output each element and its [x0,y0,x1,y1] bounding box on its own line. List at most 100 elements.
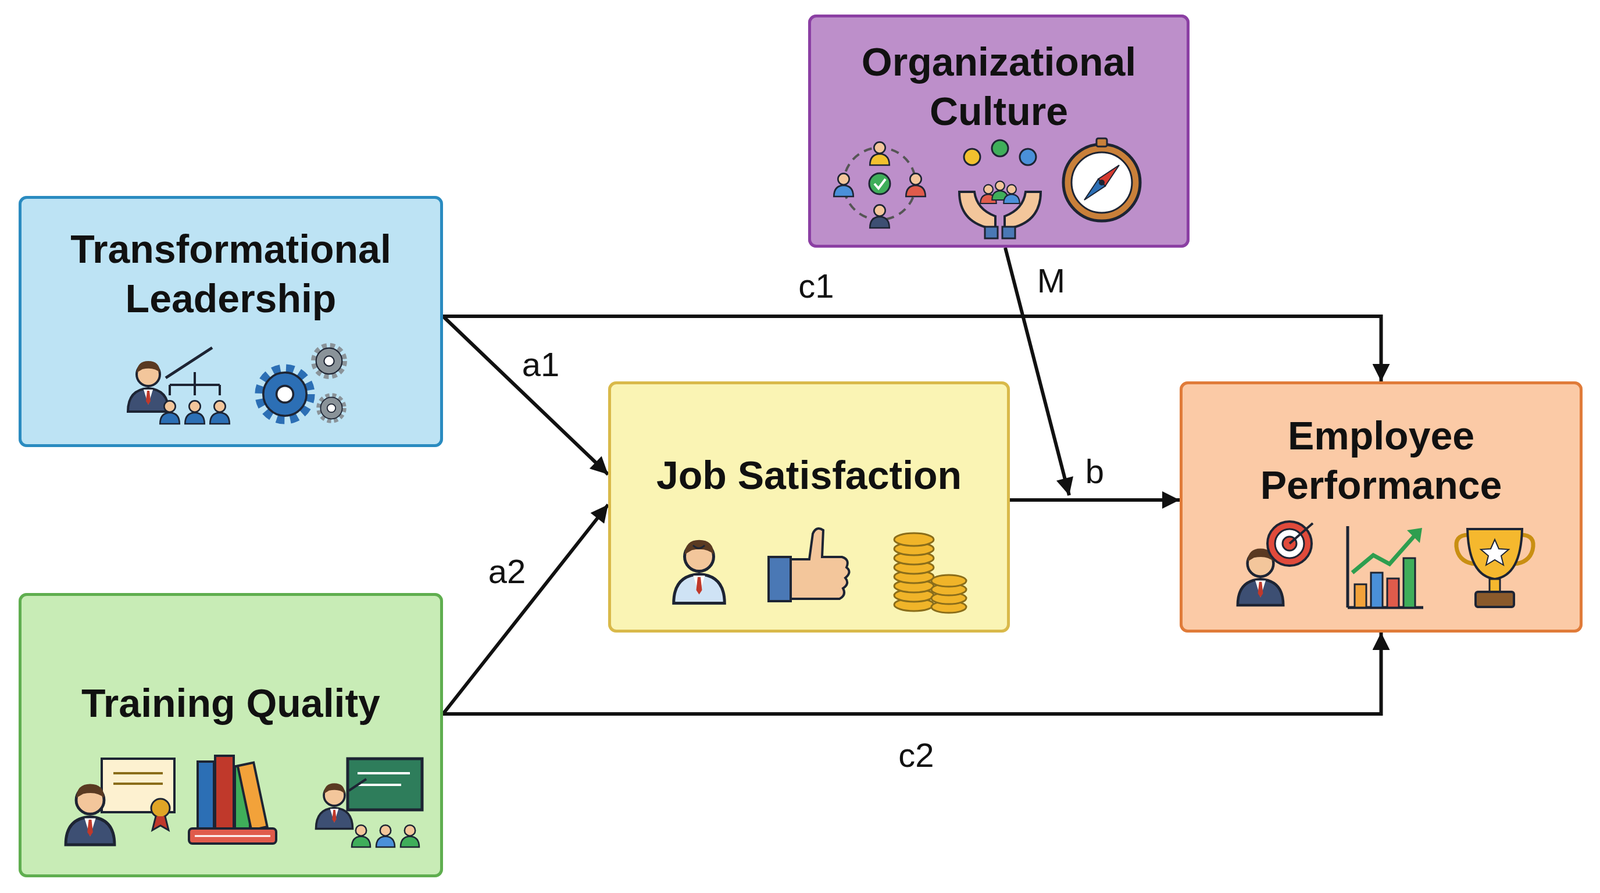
path-label: M [1033,262,1069,299]
icon-part [127,361,169,412]
icon-part [152,816,169,831]
path-label: c2 [894,737,938,774]
icon-part [113,772,163,775]
icon-part [357,772,410,775]
growth-chart-icon [1347,526,1424,608]
icon-part [1098,179,1105,186]
coins-icon [894,533,967,613]
icon-part [218,384,221,396]
icon-part [894,533,934,546]
icon-part [693,545,705,549]
moderator-box: Organizational Culture [808,14,1190,248]
icon-part [869,173,891,195]
icon-part [351,825,371,848]
leader-icon [127,347,230,424]
icon-part [188,828,277,844]
icon-part [165,347,213,378]
box-fill [18,593,444,878]
icon-part [874,179,886,189]
box-fill [1179,381,1583,633]
icon-part [833,173,853,197]
path-label: c1 [794,268,838,305]
teacher-icon [316,758,423,848]
icon-part [159,400,180,424]
box-fill [18,195,444,448]
icon-part [1403,558,1416,608]
icon-part [1370,572,1383,608]
icon-part [168,384,171,396]
icon-part [193,384,196,396]
connector-arrow [443,632,1382,714]
node-title: Employee Performance [1200,411,1563,510]
icon-part [259,369,310,420]
icon-part [197,761,214,829]
icon-part [869,141,889,166]
icon-part [318,395,344,421]
icon-part [193,372,196,385]
books-icon [188,755,277,844]
icon-part [673,540,725,604]
icon-part [237,762,268,831]
connector-arrow [443,316,609,475]
icon-part [1475,591,1514,607]
icon-part [348,779,367,791]
independent-variable-box: Transformational Leadership [18,195,444,448]
icon-part [1480,539,1509,566]
icon-part [1489,579,1500,592]
icon-part [357,783,402,787]
icon-part [1406,527,1423,544]
target-person-icon [1237,521,1313,606]
independent-variable-box: Training Quality [18,593,444,878]
gears-icon [259,345,345,421]
path-label: a1 [518,346,564,383]
trophy-icon [1456,529,1534,607]
icon-part [376,825,395,848]
node-title: Training Quality [38,678,423,728]
icon-part [1346,526,1350,608]
icon-part [151,798,170,818]
icon-part [1002,226,1016,239]
icon-part [790,528,850,599]
icon-part [113,782,163,785]
icon-part [1354,584,1367,608]
icon-part [963,148,981,166]
icon-part [1352,533,1417,573]
thumbs-up-icon [768,528,850,602]
compass-icon [1063,138,1141,221]
icon-part [1096,138,1107,147]
icon-part [209,400,230,424]
icon-part [194,835,271,838]
connector-arrow [1009,498,1180,502]
icon-part [65,784,115,845]
icon-part [1019,148,1037,166]
node-title: Organizational Culture [828,37,1170,137]
path-label: a2 [484,553,530,590]
icon-part [313,345,345,377]
icon-part [1387,578,1399,608]
icon-part [1289,523,1313,544]
icon-part [1003,184,1020,204]
icon-part [184,400,205,424]
icon-part [931,575,967,587]
icon-part [905,173,925,197]
icon-part [1098,165,1120,187]
icon-part [869,204,889,228]
icon-part [1084,179,1106,200]
happy-person-icon [673,540,725,604]
box-fill [808,14,1190,248]
node-title: Transformational Leadership [38,224,423,324]
icon-part [347,758,423,810]
team-circle-icon [833,141,925,228]
icon-part [1071,152,1132,213]
certificate-person-icon [65,758,175,845]
path-label: b [1081,453,1108,490]
node-title: Job Satisfaction [628,450,990,500]
icon-part [1063,144,1141,221]
icon-part [400,825,420,848]
box-fill [608,381,1010,633]
icon-part [991,140,1009,157]
icon-part [984,226,998,239]
hands-icon [959,140,1041,239]
